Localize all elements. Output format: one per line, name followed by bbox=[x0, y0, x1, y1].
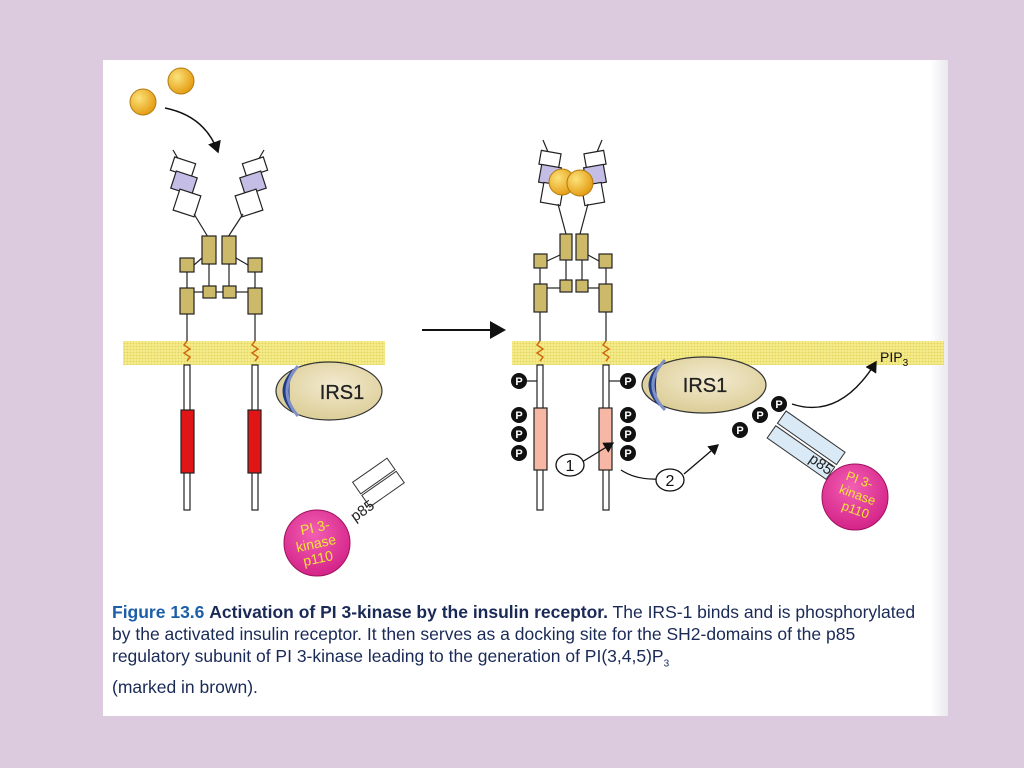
irs1-free bbox=[275, 361, 383, 421]
step1-marker bbox=[555, 453, 585, 477]
pip3-label: PIP3 bbox=[880, 349, 909, 369]
receptor-inactive bbox=[169, 149, 269, 511]
membrane-left bbox=[123, 341, 385, 365]
figure-number: Figure 13.6 bbox=[112, 602, 205, 622]
kinase-domain-active-left bbox=[533, 407, 548, 471]
insulin-receptor-diagram: IRS1 p85 PI 3- kinase p110 bbox=[123, 67, 944, 577]
kinase-domain-inactive-right bbox=[247, 409, 262, 474]
step2-path bbox=[620, 469, 659, 480]
receptor-active bbox=[516, 139, 624, 511]
step1-arrow bbox=[581, 442, 615, 463]
phospho-label: P bbox=[624, 410, 631, 422]
phospho-label: P bbox=[624, 376, 631, 388]
kinase-domain-active-right bbox=[598, 407, 613, 471]
pi3k-free bbox=[283, 457, 405, 577]
figure-body-subscript: 3 bbox=[663, 658, 670, 670]
figure-title: Activation of PI 3-kinase by the insulin… bbox=[209, 602, 608, 622]
slide-page-edge bbox=[930, 60, 948, 716]
phospho-label: P bbox=[624, 429, 631, 441]
pi3k-label-left-line3: p110 bbox=[302, 547, 335, 569]
insulin-molecules-bound bbox=[548, 168, 594, 197]
step2-arrow bbox=[683, 444, 719, 475]
phospho-label: P bbox=[775, 399, 782, 411]
step2-label: 2 bbox=[666, 473, 675, 490]
phospho-label: P bbox=[756, 410, 763, 422]
slide-background bbox=[103, 60, 945, 716]
phospho-label: P bbox=[736, 425, 743, 437]
insulin-molecules-free bbox=[129, 67, 195, 116]
pi3k-docked bbox=[766, 410, 889, 531]
irs1-label-right: IRS1 bbox=[683, 375, 727, 397]
binding-arrow bbox=[164, 107, 221, 154]
phosphate-groups bbox=[511, 373, 787, 461]
kinase-domain-inactive-left bbox=[180, 409, 195, 474]
figure-body: The IRS-1 binds and is phosphorylated by… bbox=[112, 602, 916, 666]
phospho-label: P bbox=[515, 448, 522, 460]
figure-caption: Figure 13.6 Activation of PI 3-kinase by… bbox=[112, 601, 932, 698]
irs1-docked bbox=[641, 356, 767, 414]
pi3k-label-left-line1: PI 3- bbox=[299, 516, 332, 538]
step1-label: 1 bbox=[566, 458, 575, 475]
pip3-arrow bbox=[791, 360, 877, 409]
phospho-label: P bbox=[515, 429, 522, 441]
phospho-label: P bbox=[515, 376, 522, 388]
phospho-label: P bbox=[515, 410, 522, 422]
phospho-label: P bbox=[624, 448, 631, 460]
step2-marker bbox=[655, 468, 685, 492]
irs1-label-left: IRS1 bbox=[320, 382, 364, 404]
figure-body-end: (marked in brown). bbox=[112, 676, 258, 697]
